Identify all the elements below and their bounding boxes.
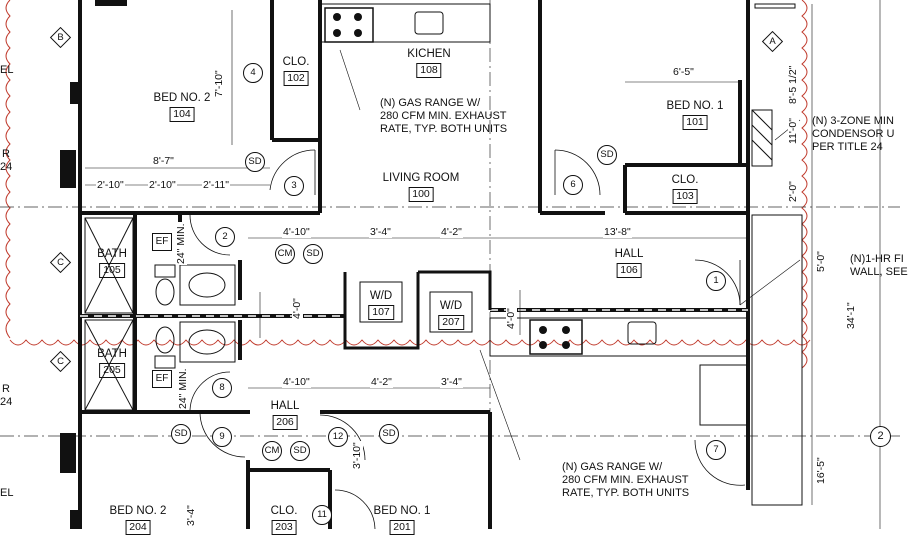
dim-8-5-half: 8'-5 1/2" xyxy=(787,64,799,105)
room-clo-103: CLO.103 xyxy=(671,174,699,204)
room-clo-102: CLO.102 xyxy=(282,56,310,86)
dim-4-10-top: 4'-10" xyxy=(282,226,311,238)
dim-5-0: 5'-0" xyxy=(815,250,827,273)
exhaust-fan-tag: EF xyxy=(152,233,172,251)
door-swings xyxy=(189,149,746,530)
smoke-detector-tag: SD xyxy=(597,145,617,165)
dim-3-4-top: 3'-4" xyxy=(369,226,392,238)
dim-2-10: 2'-10" xyxy=(148,179,177,191)
door-tag: 7 xyxy=(706,440,726,460)
left-edge-text: EL xyxy=(0,64,14,76)
dim-16-5: 16'-5" xyxy=(815,456,827,485)
door-tag: 1 xyxy=(706,271,726,291)
left-edge-text: R xyxy=(2,383,10,395)
dim-11-0: 11'-0" xyxy=(787,117,799,145)
room-clo-203: CLO.203 xyxy=(270,505,298,535)
co-monitor-tag: CM xyxy=(275,244,295,264)
door-tag: 8 xyxy=(212,378,232,398)
dim-7-10: 7'-10" xyxy=(213,69,225,98)
laundry-closets xyxy=(343,270,492,350)
dim-4-10-bot: 4'-10" xyxy=(282,376,311,388)
dim-13-8: 13'-8" xyxy=(603,226,632,238)
door-tag: 6 xyxy=(563,175,583,195)
dim-3-4-bot: 3'-4" xyxy=(440,376,463,388)
dim-2-11: 2'-11" xyxy=(202,179,230,191)
dim-2-10: 2'-10" xyxy=(96,179,125,191)
dim-24-min-top: 24" MIN. xyxy=(175,222,187,265)
dim-4-2-top: 4'-2" xyxy=(440,226,463,238)
door-tag: 4 xyxy=(243,63,263,83)
dim-4-0-left: 4'-0" xyxy=(291,297,303,320)
revision-cloud xyxy=(5,0,811,369)
left-edge-text: 24 xyxy=(0,161,13,173)
door-tag: 11 xyxy=(312,505,332,525)
walls xyxy=(78,0,750,529)
note-condenser: (N) 3-ZONE MIN CONDENSOR U PER TITLE 24 xyxy=(812,115,895,153)
smoke-detector-tag: SD xyxy=(303,244,323,264)
smoke-detector-tag: SD xyxy=(171,424,191,444)
dim-8-7: 8'-7" xyxy=(152,155,175,167)
left-edge-text: EL xyxy=(0,487,14,499)
smoke-detector-tag: SD xyxy=(290,441,310,461)
range-burners xyxy=(333,13,570,349)
dim-4-0-right: 4'-0" xyxy=(505,307,517,330)
door-tag: 3 xyxy=(284,176,304,196)
left-edge-text: 24 xyxy=(0,396,13,408)
left-edge-text: R xyxy=(2,148,10,160)
dimension-lines xyxy=(85,4,813,505)
dim-3-4-left: 3'-4" xyxy=(185,504,197,527)
dim-24-min-bot: 24" MIN. xyxy=(177,367,189,410)
dim-4-2-bot: 4'-2" xyxy=(370,376,393,388)
panels xyxy=(60,0,127,529)
grid-bubble-2: 2 xyxy=(870,426,891,447)
exhaust-fan-tag: EF xyxy=(152,370,172,388)
note-gas-range-bottom: (N) GAS RANGE W/ 280 CFM MIN. EXHAUST RA… xyxy=(562,461,690,499)
smoke-detector-tag: SD xyxy=(245,152,265,172)
bath-fixtures xyxy=(84,217,236,411)
door-tag: 9 xyxy=(212,427,232,447)
dim-34-1: 34'-1" xyxy=(845,301,857,330)
note-fire-wall: (N)1-HR FI WALL, SEE xyxy=(850,253,908,278)
dim-6-5: 6'-5" xyxy=(672,66,695,78)
door-tag: 12 xyxy=(328,427,348,447)
door-tag: 2 xyxy=(215,227,235,247)
note-gas-range-top: (N) GAS RANGE W/ 280 CFM MIN. EXHAUST RA… xyxy=(380,97,508,135)
demising-wall xyxy=(80,308,748,318)
kitchen-counters xyxy=(319,3,749,357)
dim-2-0: 2'-0" xyxy=(787,180,799,203)
co-monitor-tag: CM xyxy=(262,441,282,461)
dim-3-10: 3'-10" xyxy=(351,441,363,470)
smoke-detector-tag: SD xyxy=(379,424,399,444)
exterior-corridor xyxy=(699,3,803,506)
